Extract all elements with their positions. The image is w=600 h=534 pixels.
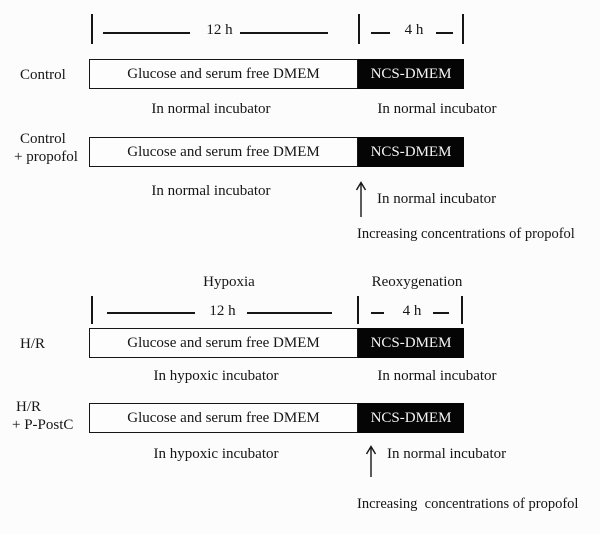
timeline-dash — [371, 32, 390, 34]
medium-box-black: NCS-DMEM — [358, 137, 464, 167]
group-label-control-propofol-line1: Control — [20, 131, 66, 147]
duration-label-4h: 4 h — [404, 22, 424, 38]
group-label-hr-ppostc-line2: + P-PostC — [12, 417, 74, 433]
medium-box-white: Glucose and serum free DMEM — [89, 328, 358, 358]
timeline-dash — [103, 32, 190, 34]
group-label-hr: H/R — [20, 336, 46, 352]
medium-box-black: NCS-DMEM — [358, 59, 464, 89]
medium-box-white: Glucose and serum free DMEM — [89, 59, 358, 89]
up-arrow-icon — [354, 181, 368, 218]
treatment-bar: Glucose and serum free DMEM NCS-DMEM — [89, 59, 464, 89]
treatment-bar: Glucose and serum free DMEM NCS-DMEM — [89, 328, 464, 358]
incubator-note: In hypoxic incubator — [153, 446, 279, 462]
timeline-tick — [91, 296, 93, 324]
duration-label-4h: 4 h — [402, 303, 422, 319]
incubator-note: In normal incubator — [377, 101, 497, 117]
timeline-tick — [358, 14, 360, 44]
duration-label-12h: 12 h — [209, 303, 236, 319]
group-label-hr-ppostc-line1: H/R — [16, 399, 42, 415]
phase-label-hypoxia: Hypoxia — [203, 274, 255, 290]
group-label-control-propofol-line2: + propofol — [14, 149, 78, 165]
timeline-tick — [91, 14, 93, 44]
incubator-note: In hypoxic incubator — [153, 368, 279, 384]
timeline-tick — [357, 296, 359, 324]
incubator-note: In normal incubator — [151, 101, 271, 117]
phase-label-reoxygenation: Reoxygenation — [371, 274, 463, 290]
timeline-dash — [436, 32, 453, 34]
timeline-dash — [240, 32, 328, 34]
medium-box-black: NCS-DMEM — [358, 403, 464, 433]
incubator-note: In normal incubator — [387, 446, 507, 462]
up-arrow-icon — [364, 445, 378, 478]
timeline-dash — [107, 312, 195, 314]
incubator-note: In normal incubator — [151, 183, 271, 199]
propofol-caption: Increasing concentrations of propofol — [357, 226, 575, 242]
timeline-tick — [462, 14, 464, 44]
duration-label-12h: 12 h — [206, 22, 233, 38]
incubator-note: In normal incubator — [377, 368, 497, 384]
medium-box-white: Glucose and serum free DMEM — [89, 137, 358, 167]
timeline-dash — [247, 312, 332, 314]
group-label-control: Control — [20, 67, 66, 83]
timeline-dash — [371, 312, 384, 314]
timeline-tick — [461, 296, 463, 324]
treatment-bar: Glucose and serum free DMEM NCS-DMEM — [89, 137, 464, 167]
medium-box-black: NCS-DMEM — [358, 328, 464, 358]
medium-box-white: Glucose and serum free DMEM — [89, 403, 358, 433]
incubator-note: In normal incubator — [377, 191, 497, 207]
treatment-bar: Glucose and serum free DMEM NCS-DMEM — [89, 403, 464, 433]
propofol-caption: Increasing concentrations of propofol — [357, 496, 579, 512]
timeline-dash — [433, 312, 449, 314]
